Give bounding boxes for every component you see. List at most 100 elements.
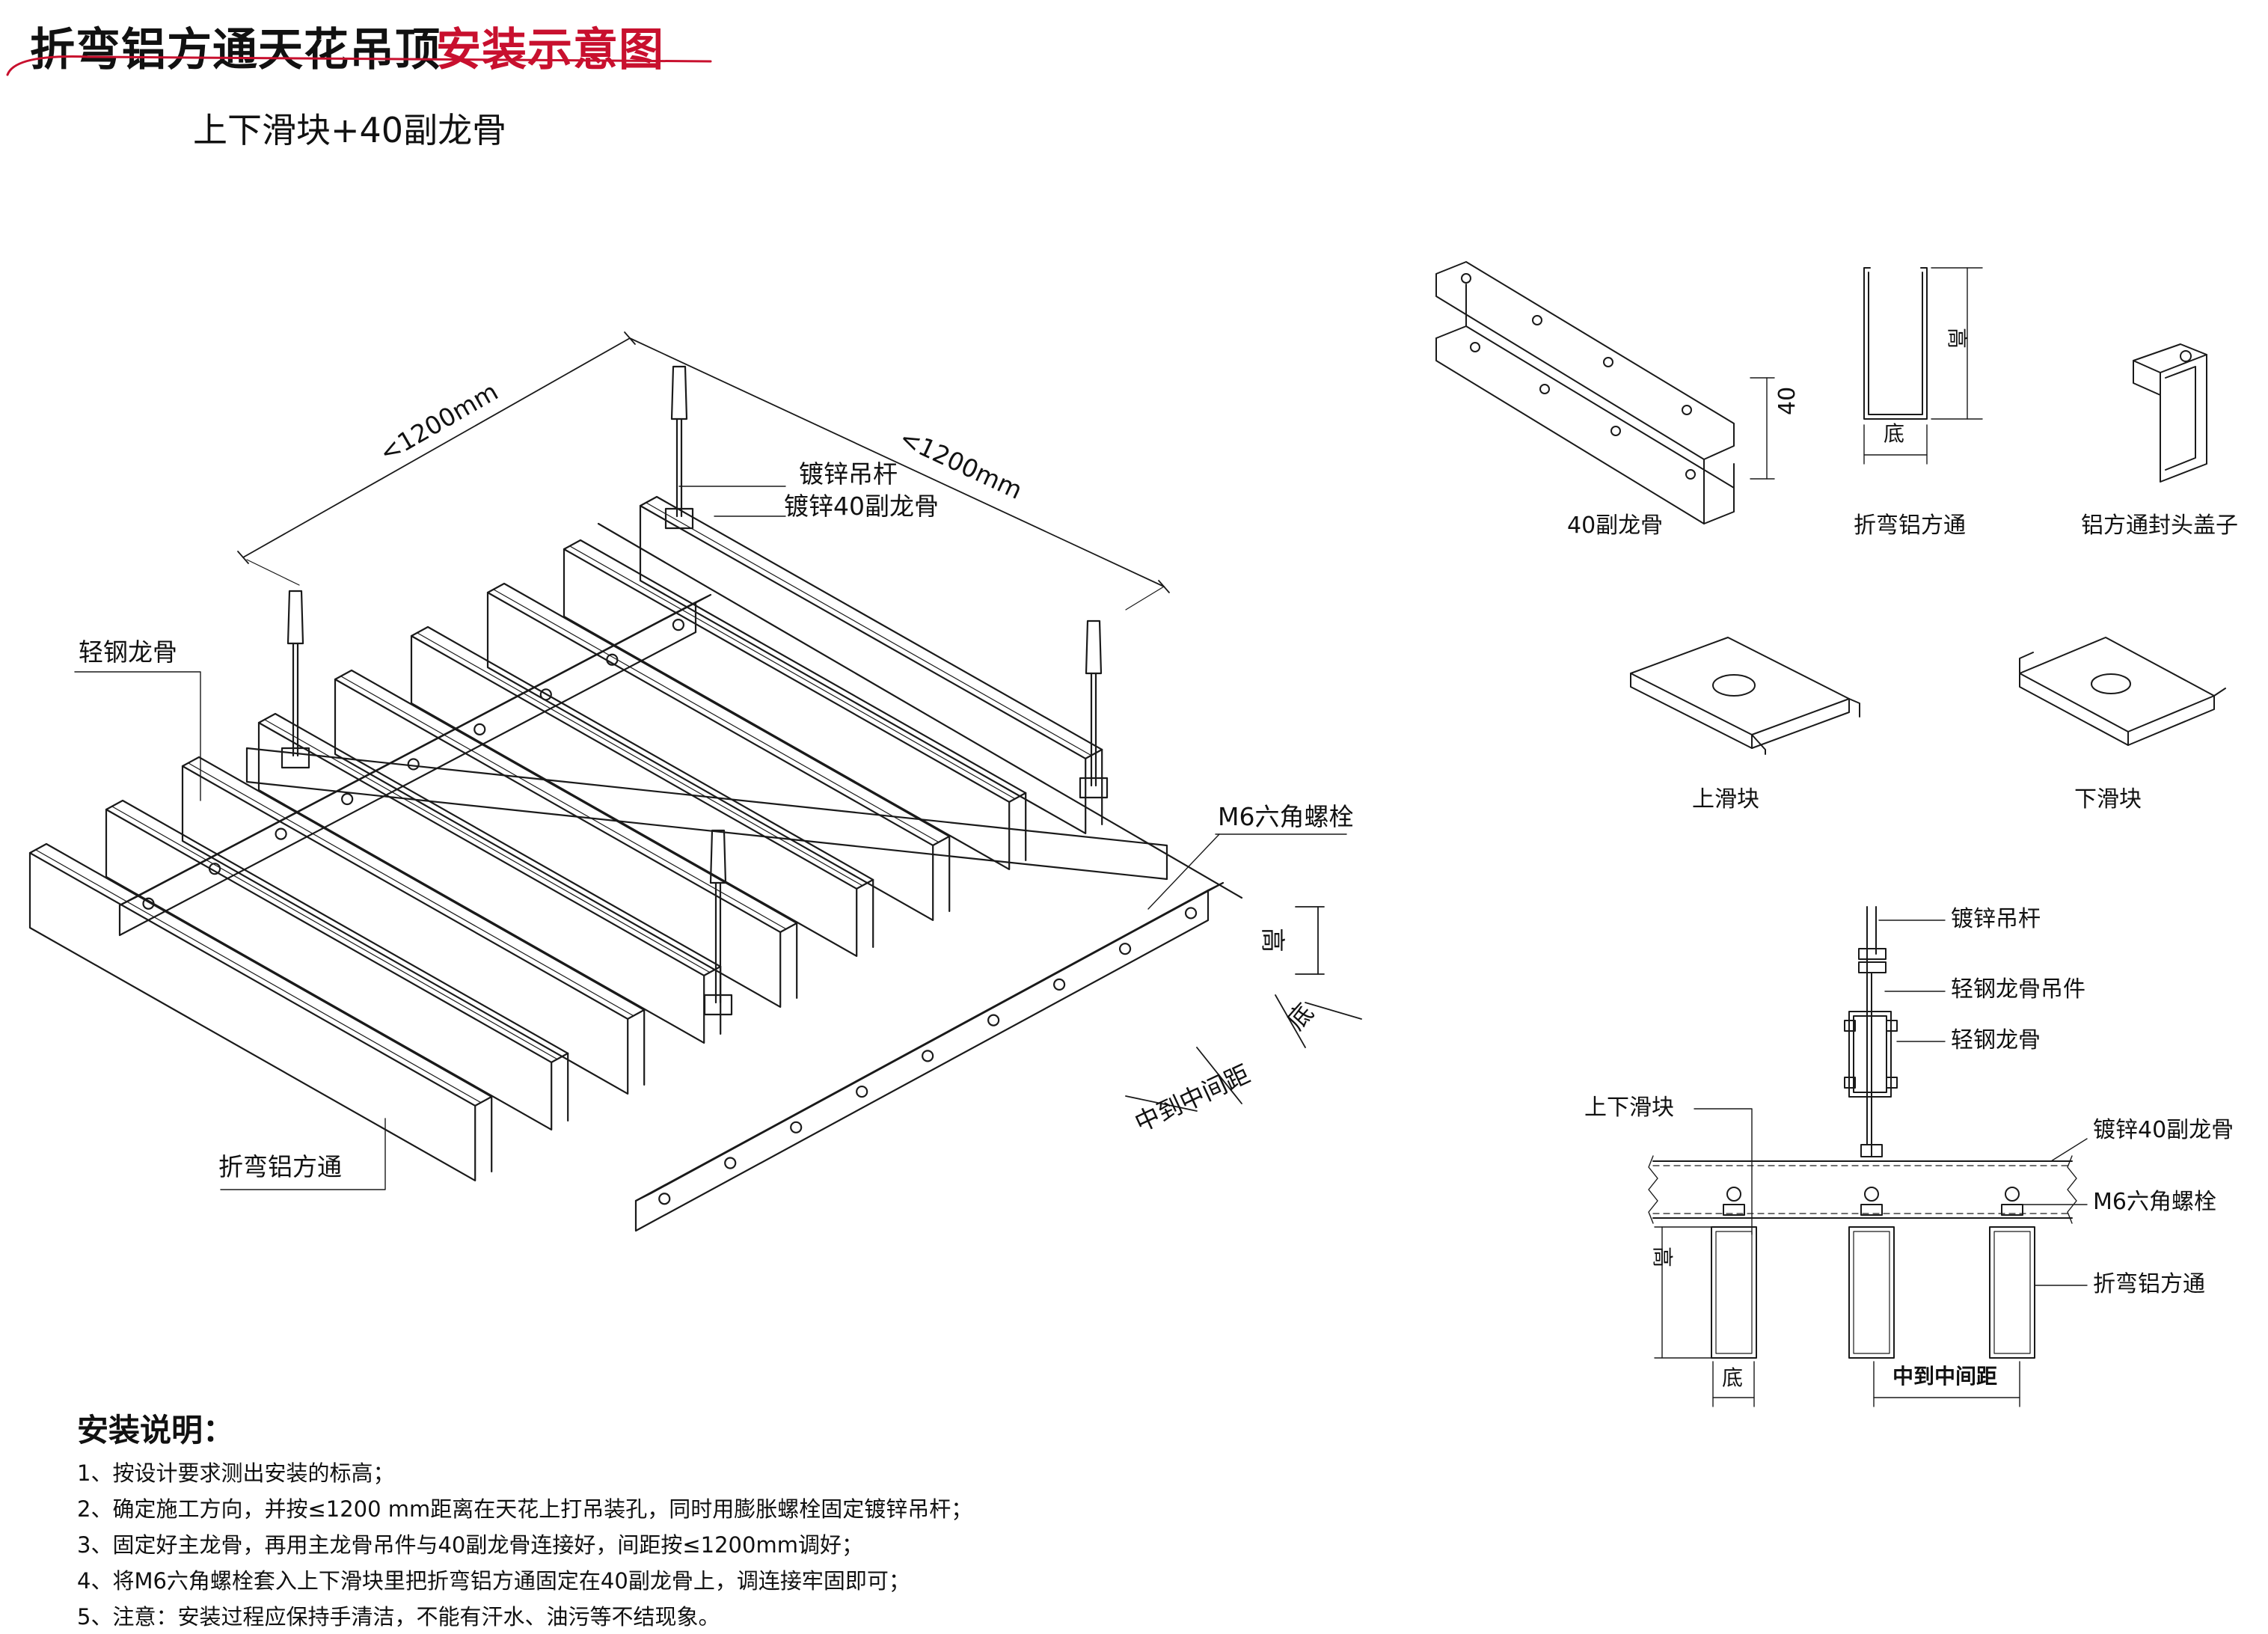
bolt-head bbox=[922, 1050, 934, 1062]
aluminium-tube-edge bbox=[334, 669, 798, 924]
section-bolt-washer bbox=[1864, 1187, 1879, 1202]
sub-keel-rail bbox=[634, 889, 1210, 1232]
section-tube-inner bbox=[1853, 1231, 1890, 1354]
aluminium-tube-end bbox=[627, 1009, 646, 1086]
main-leader-lines bbox=[74, 486, 1347, 1190]
aluminium-tube-lip bbox=[646, 502, 1092, 756]
section-bolt-washer bbox=[1726, 1187, 1741, 1202]
part-40-keel bbox=[1435, 261, 1775, 524]
section-label-tube: 折弯铝方通 bbox=[2093, 1271, 2205, 1297]
part-label-40-dim: 40 bbox=[1774, 386, 1800, 415]
bolt-head bbox=[724, 1157, 737, 1169]
bolt-head bbox=[142, 897, 155, 910]
section-tube bbox=[1848, 1226, 1895, 1359]
hanger-rod-head bbox=[709, 829, 727, 884]
aluminium-tube-end bbox=[703, 965, 722, 1035]
hanger-rod-head bbox=[1085, 619, 1103, 675]
label-aluminium-tube: 折弯铝方通 bbox=[218, 1152, 342, 1181]
sub-keel-rail bbox=[118, 601, 697, 937]
section-label-keel-hanger: 轻钢龙骨吊件 bbox=[1951, 976, 2085, 1003]
hanger-clip bbox=[703, 994, 733, 1016]
section-bolt-nut bbox=[2001, 1204, 2023, 1216]
bolt-head bbox=[1118, 943, 1132, 955]
aluminium-tube bbox=[639, 504, 1087, 834]
section-tube-inner bbox=[1993, 1231, 2031, 1354]
aluminium-tube-end bbox=[856, 878, 874, 948]
label-tube-height: 高 bbox=[1258, 928, 1287, 952]
page-title: 折弯铝方通天花吊顶 bbox=[30, 24, 441, 76]
aluminium-tube-lip bbox=[493, 589, 940, 843]
section-label-spacing: 中到中间距 bbox=[1892, 1364, 1998, 1389]
bolt-head bbox=[606, 653, 619, 666]
section-view bbox=[1648, 906, 2088, 1407]
page-title-accent: 安装示意图 bbox=[436, 24, 664, 76]
bolt-head bbox=[856, 1085, 868, 1098]
note-item: 4、将M6六角螺栓套入上下滑块里把折弯铝方通固定在40副龙骨上，调连接牢固即可； bbox=[77, 1568, 910, 1594]
aluminium-tube-edge bbox=[486, 582, 951, 837]
note-item: 3、固定好主龙骨，再用主龙骨吊件与40副龙骨连接好，间距按≤1200mm调好； bbox=[77, 1532, 863, 1558]
bolt-head bbox=[658, 1193, 671, 1205]
aluminium-tube-lip bbox=[264, 719, 711, 973]
aluminium-tube-array bbox=[28, 495, 1103, 1181]
sub-keel-rail-top bbox=[634, 881, 1225, 1202]
bolt-head bbox=[987, 1014, 1000, 1026]
aluminium-tube-end bbox=[1008, 792, 1027, 861]
aluminium-tube-edge bbox=[28, 842, 493, 1098]
part-label-tube-height: 高 bbox=[1945, 328, 1970, 349]
part-upper-slider bbox=[1630, 637, 1860, 755]
section-tube bbox=[1989, 1226, 2035, 1359]
section-label-sub-keel: 镀锌40副龙骨 bbox=[2093, 1117, 2234, 1143]
part-label-40-keel: 40副龙骨 bbox=[1567, 512, 1664, 539]
bolt-head bbox=[341, 792, 354, 806]
aluminium-tube-end bbox=[779, 922, 798, 999]
bolt-head bbox=[1184, 907, 1198, 919]
bolt-head bbox=[1052, 978, 1066, 991]
main-dimension-lines bbox=[237, 331, 1170, 611]
section-label-hanger-rod: 镀锌吊杆 bbox=[1951, 906, 2041, 932]
sub-keel-rails bbox=[118, 522, 1243, 1232]
hanger-clip bbox=[664, 507, 694, 530]
section-label-height: 高 bbox=[1650, 1246, 1675, 1268]
label-sub-keel: 镀锌40副龙骨 bbox=[784, 492, 939, 521]
tube-dimension-marks bbox=[1125, 906, 1362, 1112]
aluminium-tube-lip bbox=[340, 676, 787, 930]
part-label-upper-slider: 上滑块 bbox=[1692, 786, 1759, 813]
bolt-head bbox=[539, 688, 552, 701]
aluminium-tube-edge bbox=[105, 799, 569, 1054]
aluminium-tube bbox=[105, 808, 553, 1130]
aluminium-tube-lip bbox=[569, 545, 1016, 800]
section-label-light-keel: 轻钢龙骨 bbox=[1951, 1027, 2041, 1053]
part-label-lower-slider: 下滑块 bbox=[2074, 786, 2142, 813]
section-label-slider: 上下滑块 bbox=[1584, 1095, 1674, 1121]
hanger-rod-head bbox=[286, 590, 304, 645]
section-bolt-washer bbox=[2005, 1187, 2020, 1202]
part-tube-section bbox=[1863, 267, 1983, 465]
bolt-head bbox=[407, 758, 420, 771]
aluminium-tube-edge bbox=[410, 625, 874, 881]
notes-heading: 安装说明： bbox=[77, 1412, 235, 1448]
aluminium-tube-end bbox=[551, 1052, 569, 1122]
part-lower-slider bbox=[2019, 637, 2226, 746]
light-keel-beam-edge bbox=[597, 522, 1243, 899]
section-bolt-nut bbox=[1723, 1204, 1745, 1216]
aluminium-tube-edge bbox=[639, 495, 1103, 750]
hanger-clip bbox=[281, 747, 310, 769]
note-item: 1、按设计要求测出安装的标高； bbox=[77, 1460, 395, 1486]
part-label-tube: 折弯铝方通 bbox=[1854, 512, 1966, 539]
title-underline bbox=[6, 55, 712, 76]
aluminium-tube bbox=[181, 765, 629, 1095]
aluminium-tube bbox=[28, 851, 476, 1181]
hanger-rod-head bbox=[670, 365, 688, 420]
note-item: 2、确定施工方向，并按≤1200 mm距离在天花上打吊装孔，同时用膨胀螺栓固定镀… bbox=[77, 1496, 973, 1522]
aluminium-tube-edge bbox=[257, 712, 722, 967]
hanger-rods bbox=[281, 365, 1109, 1016]
section-bolt-nut bbox=[1860, 1204, 1883, 1216]
aluminium-tube bbox=[563, 548, 1011, 870]
aluminium-tube-lip bbox=[417, 632, 863, 887]
part-label-end-cap: 铝方通封头盖子 bbox=[2081, 512, 2238, 539]
bolt-head bbox=[473, 723, 486, 735]
aluminium-tube-end bbox=[1085, 748, 1103, 825]
bolt-head bbox=[672, 619, 685, 631]
section-label-bolt: M6六角螺栓 bbox=[2093, 1189, 2216, 1215]
